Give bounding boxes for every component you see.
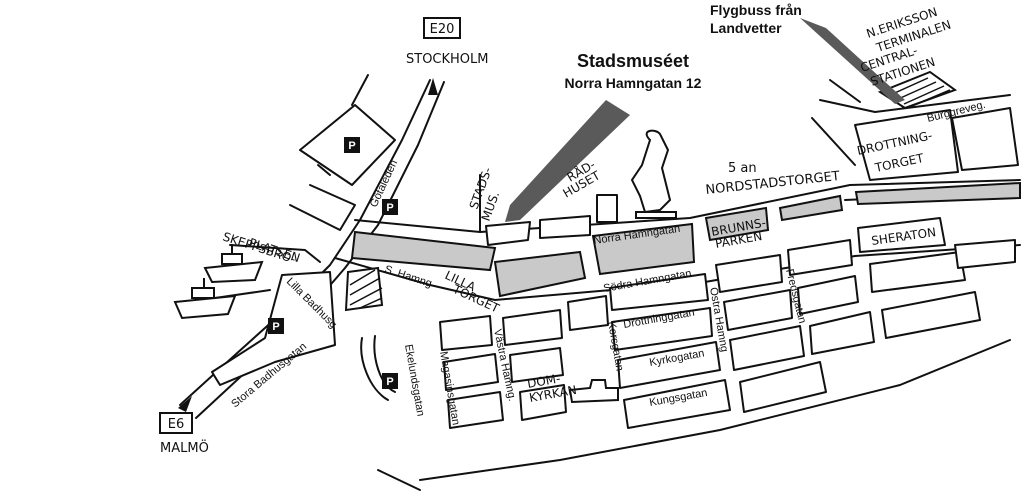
svg-text:E20: E20 — [430, 22, 455, 37]
statue-drawing — [630, 129, 677, 219]
parking-sign-4: P — [382, 373, 398, 389]
boat-upper — [203, 244, 264, 284]
boat-lower — [173, 278, 237, 320]
museum-title: Stadsmuséet — [577, 51, 689, 71]
nordstadstorget-label: NORDSTADSTORGET — [705, 169, 841, 198]
brunnsparken-strip — [704, 206, 770, 242]
rail-strip — [854, 181, 1021, 206]
malmo-label: MALMÖ — [160, 439, 209, 456]
domkyrkan-building — [568, 379, 619, 404]
parking-sign-1: P — [344, 137, 360, 153]
femman-label: 5 an — [728, 161, 757, 176]
domkyrkan-label-1: DOM- — [526, 371, 561, 391]
airport-bus-line1: Flygbuss från — [710, 2, 802, 18]
east-strip — [778, 194, 844, 222]
skeppsbron-label-2: PLATSEN — [247, 236, 302, 266]
stockholm-label: STOCKHOLM — [406, 52, 489, 67]
hatched-building — [344, 266, 396, 401]
svg-text:P: P — [386, 376, 393, 388]
airport-bus-line2: Landvetter — [710, 20, 782, 36]
north-arrow-icon — [428, 78, 438, 95]
e6-shield: E6 — [159, 412, 193, 434]
svg-text:E6: E6 — [168, 417, 185, 432]
lilla-torget-label-2: TORGET — [450, 282, 502, 316]
svg-text:P: P — [272, 321, 279, 333]
museum-address: Norra Hamngatan 12 — [565, 75, 702, 91]
sodra-hamngatan-strip — [591, 222, 696, 276]
s-hamng-street-label: S. Hamng — [383, 263, 433, 290]
ekelundsgatan-street-label: Ekelundsgatan — [402, 343, 426, 417]
lilla-torget-square — [493, 250, 587, 298]
norra-hamngatan-strip-west — [350, 230, 497, 272]
e20-shield: E20 — [423, 17, 461, 39]
svg-text:P: P — [348, 140, 355, 152]
svg-text:P: P — [386, 202, 393, 214]
highlighted-areas — [350, 181, 1021, 298]
parking-sign-2: P — [382, 199, 398, 215]
airport-bus-pointer-arrow — [800, 18, 905, 104]
parking-sign-3: P — [268, 318, 284, 334]
museum-pointer-arrow — [505, 100, 630, 222]
south-arrow-icon — [178, 396, 192, 412]
